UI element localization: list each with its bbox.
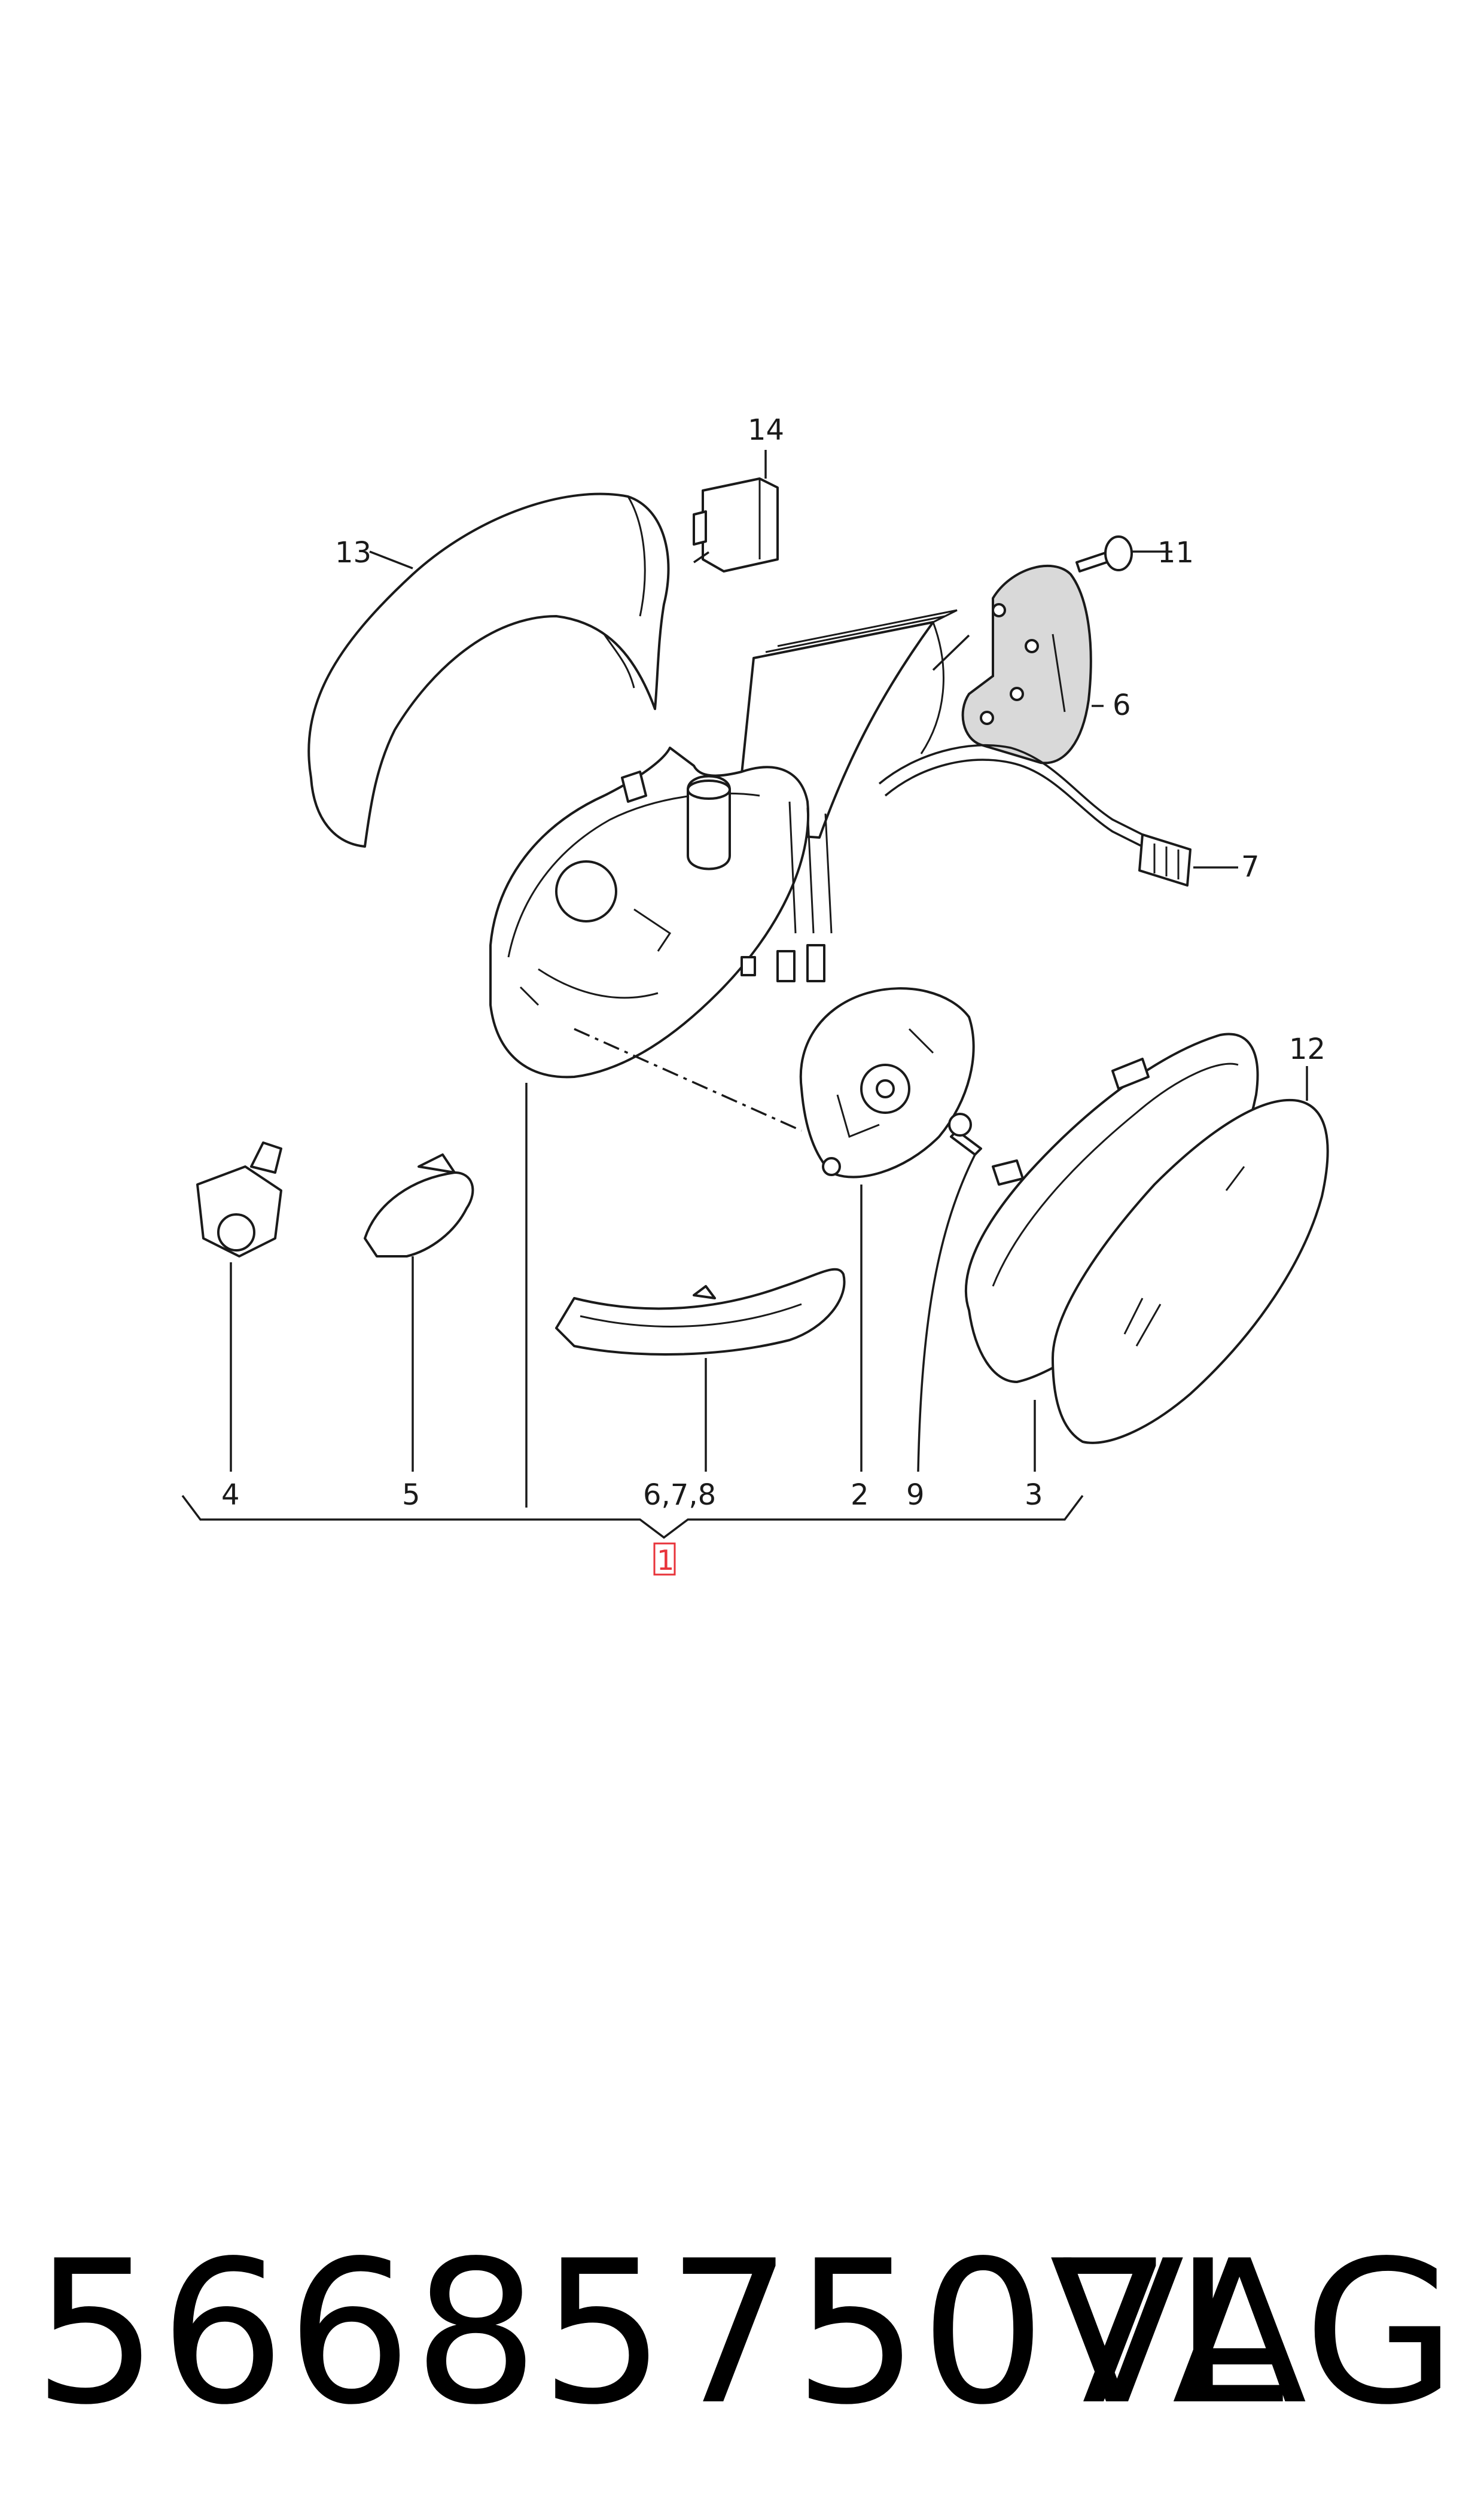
part-13-mirror-cap — [307, 492, 670, 848]
callout-2: 2 — [851, 1478, 869, 1512]
brand-name: VAG — [1049, 2218, 1456, 2448]
callout-1-highlighted[interactable]: 1 — [653, 1542, 676, 1576]
mirror-housing — [489, 747, 833, 1079]
part-678-turn-signal — [555, 1268, 846, 1356]
part-12-mirror-glass — [1052, 1098, 1329, 1444]
part-14-module — [693, 477, 779, 573]
part-4-actuator — [196, 1141, 282, 1258]
part-6-heater-plate — [961, 565, 1092, 765]
part-number: 566857507L — [33, 2218, 1285, 2448]
callout-1-frame — [653, 1542, 676, 1576]
callout-678: 6,7,8 — [643, 1478, 716, 1512]
callout-5: 5 — [402, 1478, 420, 1512]
assembly-axis-line — [574, 1028, 802, 1132]
part-11-screw — [1075, 535, 1133, 573]
leader-lines — [181, 450, 1308, 1539]
part-3-glass-carrier — [964, 1033, 1259, 1383]
callout-3: 3 — [1025, 1478, 1043, 1512]
callout-13: 13 — [335, 536, 371, 570]
callout-1: 1 — [657, 1544, 674, 1576]
callout-4: 4 — [221, 1478, 240, 1512]
callout-14: 14 — [748, 413, 784, 447]
callout-6: 6 — [1113, 689, 1131, 722]
exploded-parts-diagram: 13 14 11 6 7 12 4 5 6,7,8 2 9 3 1 — [181, 413, 1329, 1576]
footer: 566857507L VAG — [33, 2208, 1456, 2459]
part-9-screw — [948, 1113, 982, 1156]
part-7-harness — [878, 744, 1192, 887]
part-2-adjustment-motor — [799, 987, 975, 1179]
part-5-light-module — [364, 1153, 474, 1258]
callout-12: 12 — [1289, 1033, 1325, 1066]
callout-7: 7 — [1241, 850, 1260, 884]
callout-9: 9 — [906, 1478, 925, 1512]
callout-11: 11 — [1157, 536, 1194, 570]
